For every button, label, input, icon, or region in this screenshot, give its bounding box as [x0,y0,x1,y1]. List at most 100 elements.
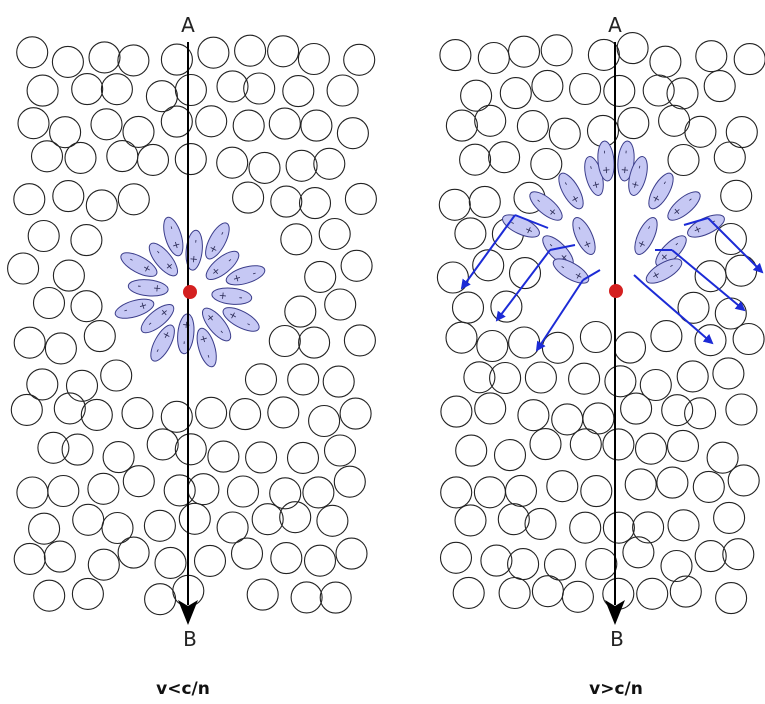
medium-atom [507,35,541,68]
dipole-ellipse [645,258,683,284]
negative-charge-sign: - [599,150,610,155]
medium-atom [602,428,635,461]
negative-charge-sign: - [203,353,215,360]
medium-atom [300,109,333,142]
dipole-ellipse [163,216,184,257]
negative-charge-sign: - [153,247,164,257]
polarized-molecule: +- [205,250,240,280]
positive-charge-sign: + [180,320,192,329]
medium-atom [313,147,346,180]
medium-atom [323,434,357,467]
endpoint-a-left: A [181,13,195,37]
positive-charge-sign: + [137,299,148,312]
negative-charge-sign: - [560,179,572,188]
medium-atom [64,141,97,174]
medium-atom [620,392,653,425]
medium-atom [16,36,49,69]
polarized-dipoles-right: +-+-+-+-+-+-+-+-+-+-+-+-+-+-+-+- [502,140,725,284]
medium-atom [174,143,207,176]
medium-atom [476,329,509,363]
medium-atom [117,536,150,569]
medium-atom [243,72,276,105]
medium-atom [733,43,765,76]
medium-atom [531,69,564,102]
charged-particle-left [183,285,197,299]
medium-atom [540,34,573,67]
medium-atom [282,75,315,108]
positive-charge-sign: + [628,179,641,190]
negative-charge-sign: - [671,239,682,250]
medium-atom [122,115,155,148]
medium-atom [497,503,530,536]
dipole-ellipse [687,214,725,238]
medium-atom [541,331,574,364]
medium-atom [284,295,317,328]
medium-atom [706,441,739,474]
dipole-ellipse [148,242,178,277]
medium-atom [333,465,366,498]
medium-atom [232,181,265,214]
medium-atom [121,397,154,430]
medium-atom [603,74,636,107]
medium-atom [193,544,227,577]
polarized-molecule: +- [552,258,590,284]
polarized-molecule: +- [628,156,648,196]
polarized-molecule: +- [667,191,701,221]
medium-atom [65,369,99,402]
medium-atom [49,116,82,149]
medium-atom [616,32,649,65]
medium-atom [694,260,727,293]
negative-charge-sign: - [122,305,129,317]
medium-atom [587,38,620,71]
medium-atom [87,472,120,505]
medium-atom [720,179,753,212]
medium-atom [316,504,349,537]
medium-atom [268,324,301,358]
medium-atom [713,501,746,534]
medium-atom [634,432,668,465]
positive-charge-sign: + [218,290,227,302]
medium-atom [207,440,240,473]
polarized-molecule: +- [225,265,266,286]
medium-atom [530,147,563,181]
medium-atom [61,433,94,466]
dipole-ellipse [552,258,590,284]
medium-atom [477,41,510,75]
medium-atom [187,473,220,506]
negative-charge-sign: - [659,178,671,187]
medium-atom [319,581,352,614]
wavefront-segment [582,269,601,281]
medium-atom [684,115,717,148]
positive-charge-sign: + [618,165,630,174]
medium-atom [692,470,725,503]
polarized-molecule: +- [196,327,217,368]
medium-atom [543,548,577,581]
medium-atoms-right [436,32,765,615]
negative-charge-sign: - [244,319,253,331]
endpoint-a-right: A [608,13,622,37]
medium-atom [489,361,522,395]
medium-atom [463,361,496,394]
positive-charge-sign: + [232,272,243,285]
medium-atom [454,504,487,537]
medium-atom [285,149,318,182]
dipole-ellipse [114,298,155,319]
medium-atom [72,503,105,536]
negative-charge-sign: - [137,280,142,291]
dipole-ellipse [196,327,217,368]
medium-atom [524,361,557,394]
medium-atom [440,395,473,428]
dipole-ellipse [634,217,658,255]
polarized-molecule: +- [634,217,658,255]
medium-atom [230,537,264,570]
medium-atom [436,261,469,294]
medium-atom [613,331,647,364]
medium-atom [445,321,478,354]
medium-atom [30,140,64,173]
negative-charge-sign: - [685,194,695,205]
medium-atom [561,580,594,613]
medium-atom [472,249,505,282]
polarized-molecule: +- [120,252,158,277]
medium-atom [52,180,85,213]
medium-atom [244,363,278,396]
